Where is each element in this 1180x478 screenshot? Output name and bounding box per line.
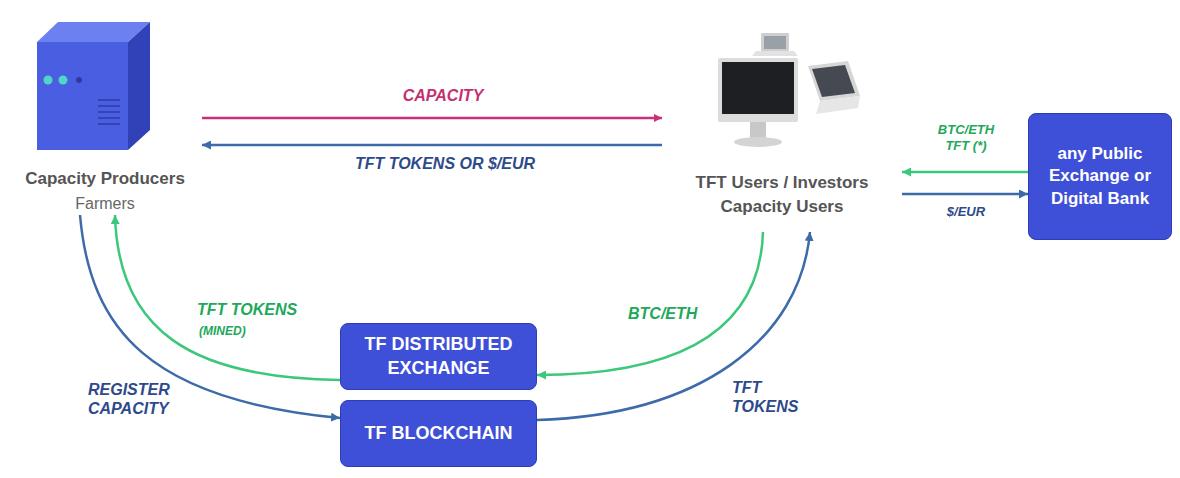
node-subtitle: Farmers <box>75 193 135 215</box>
flow-arrow <box>537 232 763 375</box>
edge-label: TFT TOKENS <box>730 378 802 416</box>
server-led <box>76 77 82 83</box>
producer-node: Capacity ProducersFarmers <box>8 20 202 215</box>
note-label: (MINED) <box>197 324 248 338</box>
laptop-base <box>752 51 798 56</box>
edge-label: TFT TOKENS OR $/EUR <box>320 154 570 173</box>
monitor-frame <box>718 58 798 122</box>
edge-label: $/EUR <box>925 204 1007 220</box>
server-side <box>128 22 150 150</box>
edge-label: TFT TOKENS <box>195 300 299 319</box>
edge-label: REGISTER CAPACITY <box>86 380 182 418</box>
flow-arrow <box>115 215 340 380</box>
monitor-stand <box>734 137 782 147</box>
laptop-lid <box>761 33 789 51</box>
edge-label: BTC/ETH TFT (*) <box>925 122 1007 153</box>
laptop-screen <box>812 65 855 97</box>
edge-label: BTC/ETH <box>626 304 699 323</box>
server-front <box>37 42 128 150</box>
exchange-box: any Public Exchange or Digital Bank <box>1028 113 1172 240</box>
box-text: TF BLOCKCHAIN <box>365 422 513 445</box>
server-led <box>44 76 53 85</box>
flow-arrow <box>902 193 1028 196</box>
monitor-neck <box>750 122 766 138</box>
laptop-screen <box>764 36 786 49</box>
node-heading: TFT Users / Investors Capacity Users <box>676 171 888 220</box>
server-vents <box>98 100 120 124</box>
laptop-lid <box>808 61 860 101</box>
edge-label: CAPACITY <box>343 86 543 105</box>
computers-icon <box>718 33 860 147</box>
box-text: TF DISTRIBUTED EXCHANGE <box>353 333 524 380</box>
dex-box: TF DISTRIBUTED EXCHANGE <box>340 323 537 390</box>
server-led <box>59 76 68 85</box>
node-heading: Capacity Producers <box>25 168 185 191</box>
box-text: any Public Exchange or Digital Bank <box>1041 143 1159 209</box>
laptop-base <box>816 96 860 114</box>
flow-arrow <box>80 215 340 418</box>
flow-arrow <box>537 232 810 420</box>
user-node: TFT Users / Investors Capacity Users <box>662 30 902 232</box>
monitor-screen <box>722 62 794 114</box>
flow-arrow <box>902 171 1028 174</box>
flow-arrow <box>202 144 662 147</box>
flow-arrow <box>202 117 662 120</box>
server-icon <box>37 22 150 150</box>
blockchain-box: TF BLOCKCHAIN <box>340 400 537 467</box>
